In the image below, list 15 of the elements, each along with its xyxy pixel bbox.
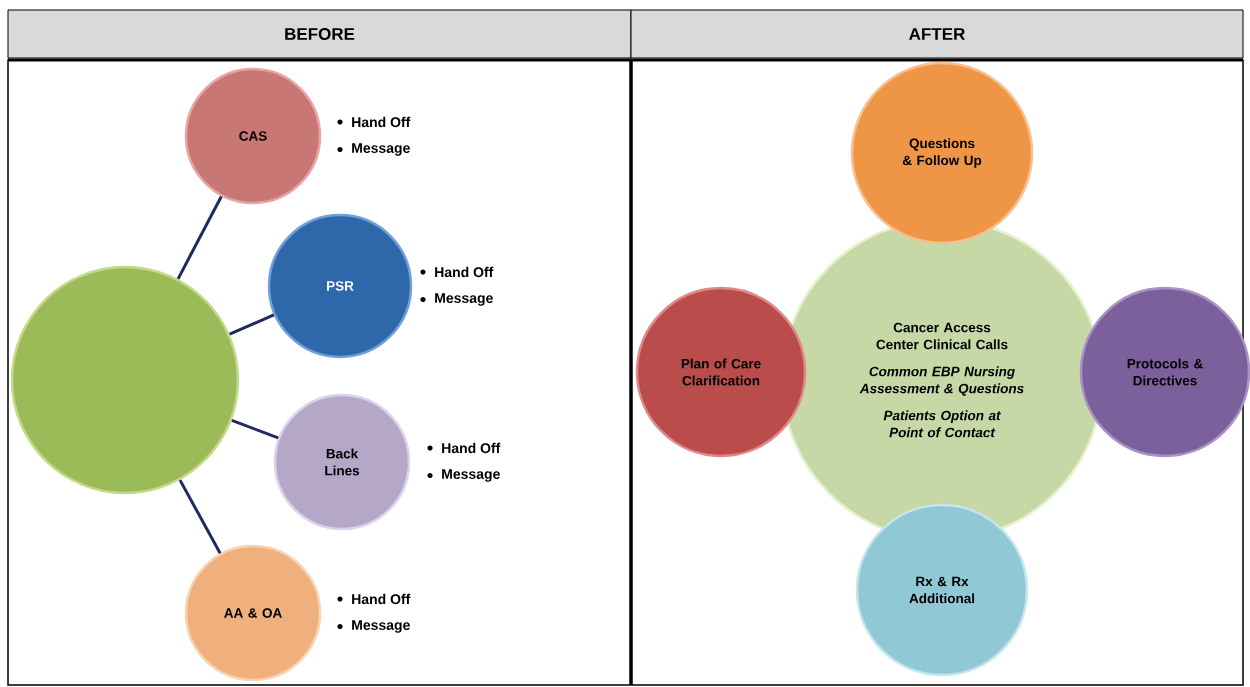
header-cell: AFTER <box>630 9 1244 59</box>
bullet-item: Message <box>427 469 500 482</box>
hub-circle <box>10 265 240 495</box>
bullet-item: Message <box>337 620 410 633</box>
connector-line <box>229 313 275 336</box>
connector-line <box>178 479 222 554</box>
connector-line <box>231 418 279 440</box>
bullet-item: Hand Off <box>427 442 501 454</box>
bullet-item: Message <box>337 143 410 156</box>
header-cell: BEFORE <box>7 9 632 59</box>
bullet-item: Hand Off <box>337 116 411 128</box>
connector-line <box>176 195 223 280</box>
bullet-item: Hand Off <box>420 266 494 278</box>
bullet-item: Hand Off <box>337 593 411 605</box>
bullet-item: Message <box>420 293 493 306</box>
